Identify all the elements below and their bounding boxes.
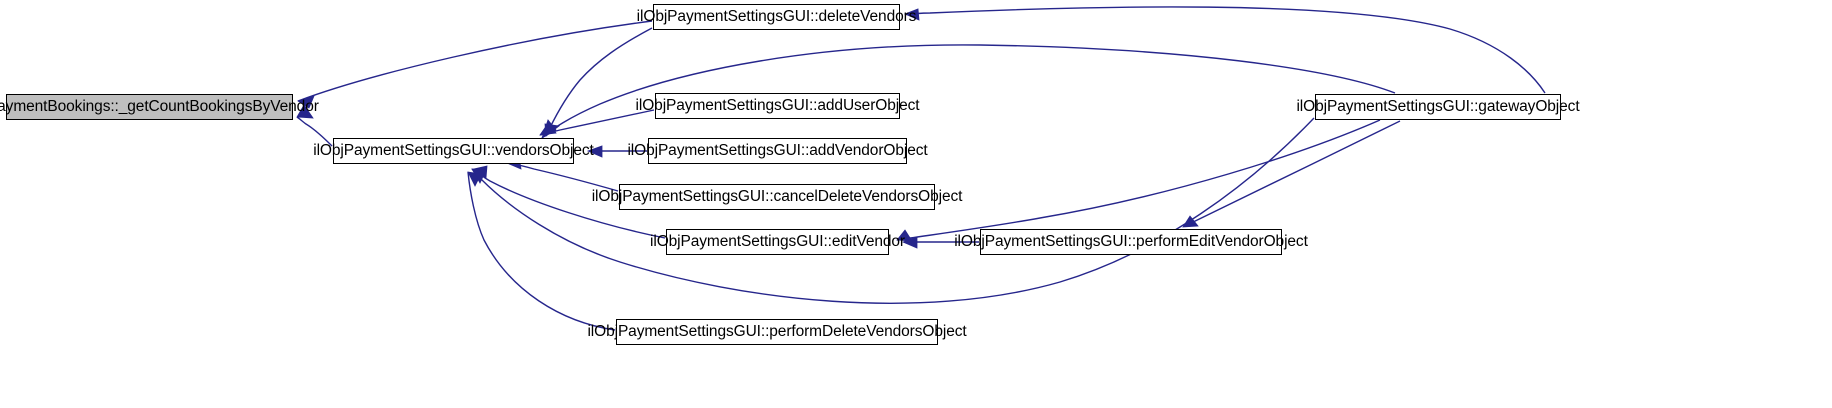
edge-group <box>296 6 1546 331</box>
edge-gatewayObject-to-editVendor <box>896 119 1381 241</box>
node-editvendor[interactable]: ilObjPaymentSettingsGUI::editVendor <box>650 229 905 255</box>
edge-arrowhead <box>903 8 920 21</box>
node-label: ilObjPaymentSettingsGUI::gatewayObject <box>1296 98 1580 116</box>
node-canceldeletevendorsobject[interactable]: ilObjPaymentSettingsGUI::cancelDeleteVen… <box>592 184 962 210</box>
edge-arrowhead <box>541 119 557 139</box>
node-performdeletevendorsobject[interactable]: ilObjPaymentSettingsGUI::performDeleteVe… <box>587 319 967 345</box>
edge-arrowhead <box>297 95 315 109</box>
node-label: ilObjPaymentSettingsGUI::editVendor <box>650 233 905 251</box>
edge-vendorsObject-to-getCountBookingsByVendor <box>296 116 333 147</box>
node-performeditvendorobject[interactable]: ilObjPaymentSettingsGUI::performEditVend… <box>954 229 1308 255</box>
node-gatewayobject[interactable]: ilObjPaymentSettingsGUI::gatewayObject <box>1296 94 1580 120</box>
edge-arrowhead <box>1182 215 1199 228</box>
node-getcountbookingsbyvendor[interactable]: ilPaymentBookings::_getCountBookingsByVe… <box>0 94 319 120</box>
edge-arrowhead <box>586 145 603 158</box>
node-label: ilObjPaymentSettingsGUI::addVendorObject <box>627 142 928 160</box>
node-label: ilObjPaymentSettingsGUI::performDeleteVe… <box>587 323 967 341</box>
edge-performDeleteVendorsObject-to-vendorsObject <box>467 171 616 331</box>
edge-arrowhead <box>296 104 314 119</box>
edge-cancelDeleteVendorsObject-to-vendorsObject <box>506 162 619 192</box>
edge-arrowhead <box>896 229 913 242</box>
node-label: ilObjPaymentSettingsGUI::vendorsObject <box>313 142 594 160</box>
edge-arrowhead <box>901 236 918 249</box>
node-label: ilObjPaymentSettingsGUI::cancelDeleteVen… <box>591 188 963 206</box>
edge-gatewayObject-to-deleteVendors <box>904 6 1546 94</box>
node-label: ilObjPaymentSettingsGUI::performEditVend… <box>954 233 1308 251</box>
node-addvendorobject[interactable]: ilObjPaymentSettingsGUI::addVendorObject <box>627 138 928 164</box>
edge-gatewayObject-to-vendorsObject-upper <box>541 44 1396 139</box>
edge-gatewayObject-to-vendorsObject <box>471 117 1315 304</box>
node-label: ilPaymentBookings::_getCountBookingsByVe… <box>0 98 319 116</box>
edge-deleteVendors-to-vendorsObject <box>545 27 653 137</box>
node-label: ilObjPaymentSettingsGUI::addUserObject <box>635 97 920 115</box>
edge-gatewayObject-to-performEditVendorObject <box>1184 120 1401 227</box>
node-deletevendors[interactable]: ilObjPaymentSettingsGUI::deleteVendors <box>637 4 916 30</box>
node-vendorsobject[interactable]: ilObjPaymentSettingsGUI::vendorsObject <box>313 138 594 164</box>
edge-arrowhead <box>471 168 487 184</box>
node-adduserobject[interactable]: ilObjPaymentSettingsGUI::addUserObject <box>636 93 920 119</box>
edge-deleteVendors-to-getCountBookingsByVendor <box>297 20 653 102</box>
node-label: ilObjPaymentSettingsGUI::deleteVendors <box>636 8 917 26</box>
